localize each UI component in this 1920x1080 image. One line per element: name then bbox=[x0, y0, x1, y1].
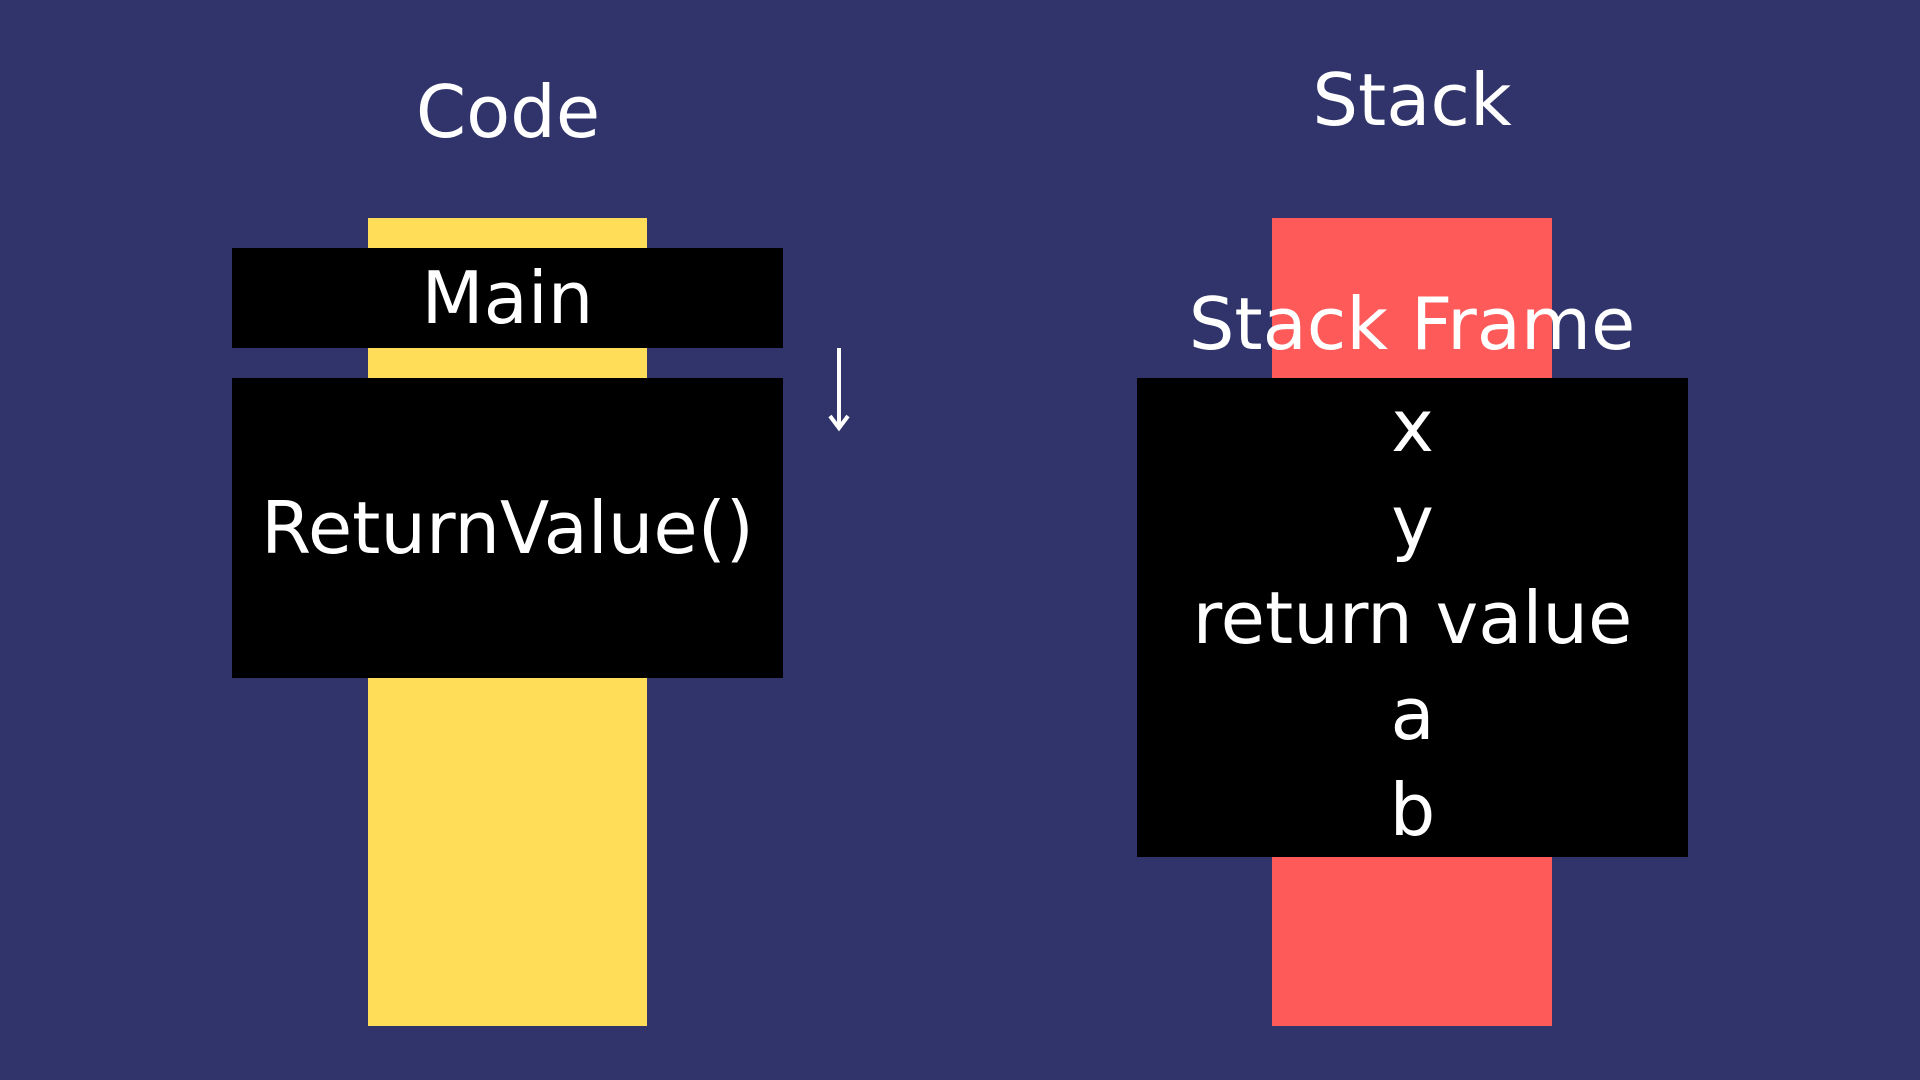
return-value-call-label: ReturnValue() bbox=[261, 486, 754, 570]
stack-frame-item-y: y bbox=[1391, 480, 1434, 564]
stack-frame-label: Stack Frame bbox=[1188, 282, 1636, 366]
stack-heading: Stack bbox=[1312, 58, 1512, 142]
stack-frame: x y return value a b bbox=[1137, 378, 1688, 857]
main-label: Main bbox=[421, 256, 594, 340]
down-arrow-icon bbox=[828, 348, 850, 432]
stack-frame-item-b: b bbox=[1389, 768, 1436, 852]
stack-frame-item-x: x bbox=[1391, 384, 1434, 468]
return-value-call-block: ReturnValue() bbox=[232, 378, 783, 678]
code-heading: Code bbox=[415, 70, 601, 154]
stack-frame-item-a: a bbox=[1390, 672, 1435, 756]
stack-frame-item-return-value: return value bbox=[1192, 576, 1633, 660]
main-block: Main bbox=[232, 248, 783, 348]
